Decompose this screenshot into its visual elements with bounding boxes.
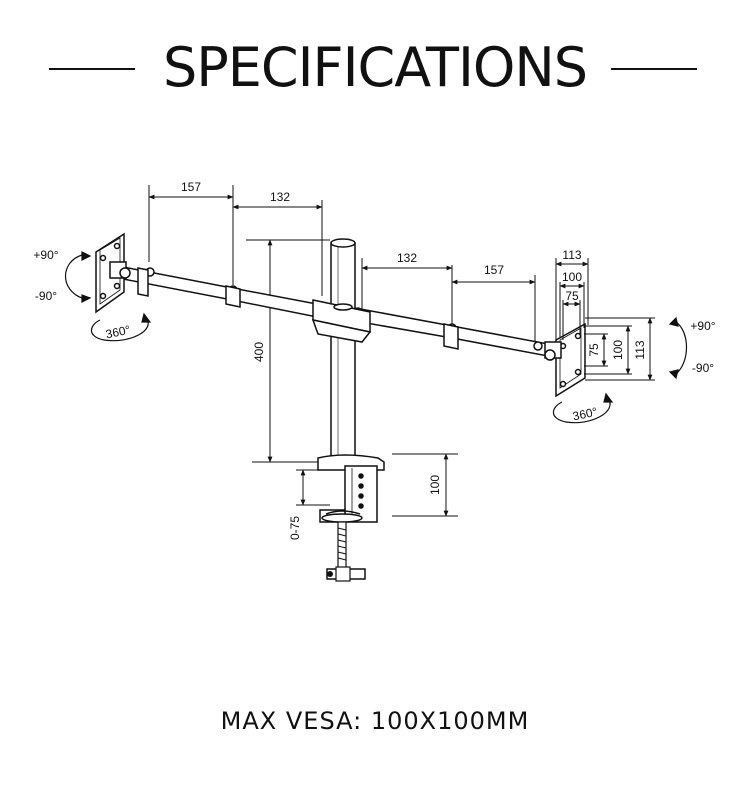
vesa-plate-left	[95, 232, 131, 314]
dimension-vesa-vertical	[584, 317, 655, 381]
dim-label-400: 400	[252, 342, 266, 362]
dim-label-100-h: 100	[562, 270, 582, 284]
dim-label-113-v: 113	[633, 340, 647, 359]
right-rotation-label: 360°	[571, 405, 598, 424]
dim-label-100-v: 100	[611, 340, 625, 360]
max-vesa-caption: MAX VESA: 100X100MM	[220, 707, 530, 735]
dim-label-157-left: 157	[181, 180, 201, 194]
dim-label-157-right: 157	[484, 263, 504, 277]
dimension-clamp-range	[296, 469, 330, 506]
dim-label-100-clamp: 100	[428, 475, 442, 495]
left-tilt-up-label: +90°	[33, 248, 58, 262]
arm-right	[353, 307, 549, 357]
dimension-clamp-height	[392, 453, 458, 517]
clamp-screw	[326, 521, 366, 582]
vesa-plate-right	[544, 322, 586, 398]
dimension-arm-left	[148, 185, 323, 296]
dim-label-0-75: 0-75	[288, 516, 302, 540]
dim-label-75-v: 75	[587, 343, 601, 357]
dimension-pole-height	[246, 239, 330, 463]
left-tilt-arrow	[65, 251, 92, 303]
arm-hub	[311, 299, 372, 343]
pole	[330, 238, 356, 459]
left-tilt-down-label: -90°	[35, 289, 57, 303]
dim-label-75-h: 75	[565, 289, 579, 303]
left-rotation-arrow	[90, 312, 152, 342]
right-tilt-arrow	[668, 316, 687, 380]
desk-clamp	[317, 454, 385, 523]
left-rotation-label: 360°	[104, 323, 131, 342]
title-rule-right	[611, 68, 697, 70]
page-title: SPECIFICATIONS	[162, 36, 588, 99]
dimension-arm-right	[361, 258, 536, 345]
dim-label-132-right: 132	[397, 251, 417, 265]
dim-label-113-h: 113	[562, 248, 581, 262]
arm-left	[117, 265, 327, 319]
right-tilt-down-label: -90°	[692, 361, 714, 375]
title-rule-left	[49, 68, 135, 70]
dim-label-132-left: 132	[270, 190, 290, 204]
right-tilt-up-label: +90°	[690, 319, 715, 333]
title-row: SPECIFICATIONS	[0, 28, 750, 108]
dimension-vesa-horizontal	[555, 258, 589, 340]
right-rotation-arrow	[552, 392, 614, 424]
